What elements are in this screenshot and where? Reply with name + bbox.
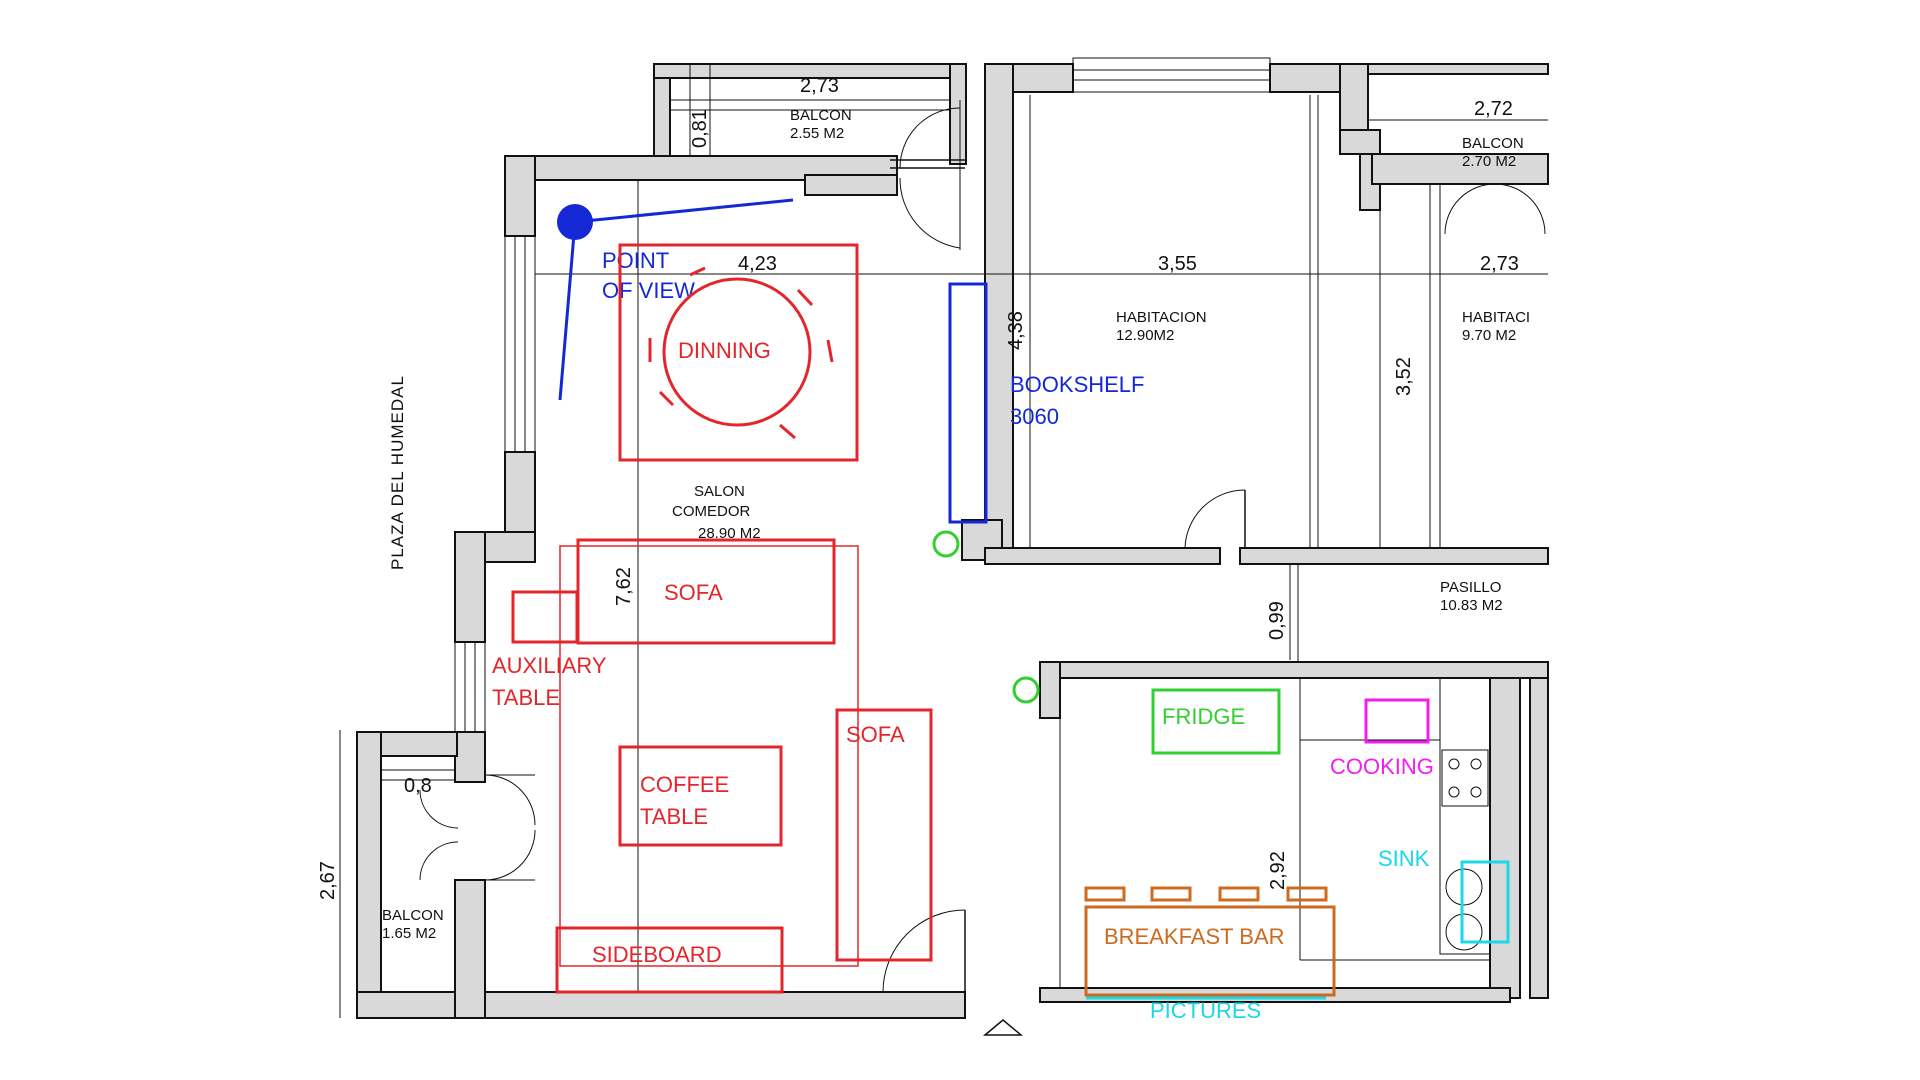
auxiliary-table-label: TABLE <box>492 685 560 710</box>
dimension-label: 0,8 <box>404 775 432 797</box>
room-area: 2.70 M2 <box>1462 153 1516 170</box>
room-area: 9.70 M2 <box>1462 327 1516 344</box>
green-marker <box>1012 676 1040 704</box>
room-name: HABITACION <box>1116 309 1207 326</box>
bookshelf-label: 3060 <box>1010 404 1059 429</box>
room-name: HABITACI <box>1462 309 1530 326</box>
sideboard: SIDEBOARD <box>555 926 784 994</box>
room-area: 10.83 M2 <box>1440 597 1503 614</box>
dimension-label: 2,67 <box>317 861 339 900</box>
walls <box>356 63 1549 1019</box>
dimension-label: 2,72 <box>1474 98 1513 120</box>
dining-table: DINNING <box>618 243 859 462</box>
auxiliary-table-label: AUXILIARY <box>492 653 607 678</box>
point-of-view-marker: POINT OF VIEW <box>557 198 794 401</box>
street-label: PLAZA DEL HUMEDAL <box>388 375 407 570</box>
pictures: PICTURES <box>1086 996 1326 1023</box>
dining-label: DINNING <box>678 338 771 363</box>
interior-lines <box>339 57 1548 1036</box>
dimension-label: 4,38 <box>1005 311 1027 350</box>
dimension-label: 2,73 <box>800 75 839 97</box>
dimension-label: 0,99 <box>1266 601 1288 640</box>
dimension-label: 2,92 <box>1267 851 1289 890</box>
dimension-label: 7,62 <box>613 567 635 606</box>
dimension-label: 2,73 <box>1480 253 1519 275</box>
sink: SINK <box>1378 846 1510 944</box>
cooking-label: COOKING <box>1330 754 1434 779</box>
breakfast-bar-label: BREAKFAST BAR <box>1104 924 1285 949</box>
point-of-view-label: OF VIEW <box>602 278 695 303</box>
bookshelf-label: BOOKSHELF <box>1010 372 1144 397</box>
room-name: BALCON <box>382 907 444 924</box>
dimension-label: 3,55 <box>1158 253 1197 275</box>
sink-label: SINK <box>1378 846 1430 871</box>
dimension-label: 3,52 <box>1393 357 1415 396</box>
room-area: 12.90M2 <box>1116 327 1174 344</box>
breakfast-bar: BREAKFAST BAR <box>1084 886 1336 997</box>
room-name: BALCON <box>790 107 852 124</box>
sofa-top: SOFA <box>576 538 836 645</box>
room-name: SALON <box>694 483 745 500</box>
dimension-label: 0,81 <box>689 109 711 148</box>
bookshelf: BOOKSHELF 3060 <box>948 282 1144 524</box>
fridge-label: FRIDGE <box>1162 704 1245 729</box>
room-name: PASILLO <box>1440 579 1501 596</box>
annotations: POINT OF VIEW DINNING BOOKSHELF 3060 <box>492 198 1510 1023</box>
room-area: 1.65 M2 <box>382 925 436 942</box>
room-area: 28.90 M2 <box>698 525 761 542</box>
sofa-right: SOFA <box>835 708 933 962</box>
point-of-view-label: POINT <box>602 248 669 273</box>
point-of-view-dot <box>557 204 593 240</box>
cooking: COOKING <box>1330 698 1434 779</box>
dimension-label: 4,23 <box>738 253 777 275</box>
room-area: 2.55 M2 <box>790 125 844 142</box>
coffee-table-label: COFFEE <box>640 772 729 797</box>
coffee-table-label: TABLE <box>640 804 708 829</box>
dimension-labels: 2,73 0,81 2,72 4,23 3,55 2,73 4,38 3,52 … <box>317 75 1519 900</box>
fridge: FRIDGE <box>1151 688 1281 755</box>
coffee-table: COFFEE TABLE <box>618 745 783 847</box>
sofa-label: SOFA <box>664 580 723 605</box>
pictures-label: PICTURES <box>1150 998 1261 1023</box>
room-name: BALCON <box>1462 135 1524 152</box>
room-name: COMEDOR <box>672 503 751 520</box>
sideboard-label: SIDEBOARD <box>592 942 722 967</box>
room-labels: BALCON 2.55 M2 BALCON 2.70 M2 HABITACION… <box>382 107 1530 942</box>
sofa-label: SOFA <box>846 722 905 747</box>
auxiliary-table: AUXILIARY TABLE <box>492 590 607 710</box>
green-marker <box>932 530 960 558</box>
